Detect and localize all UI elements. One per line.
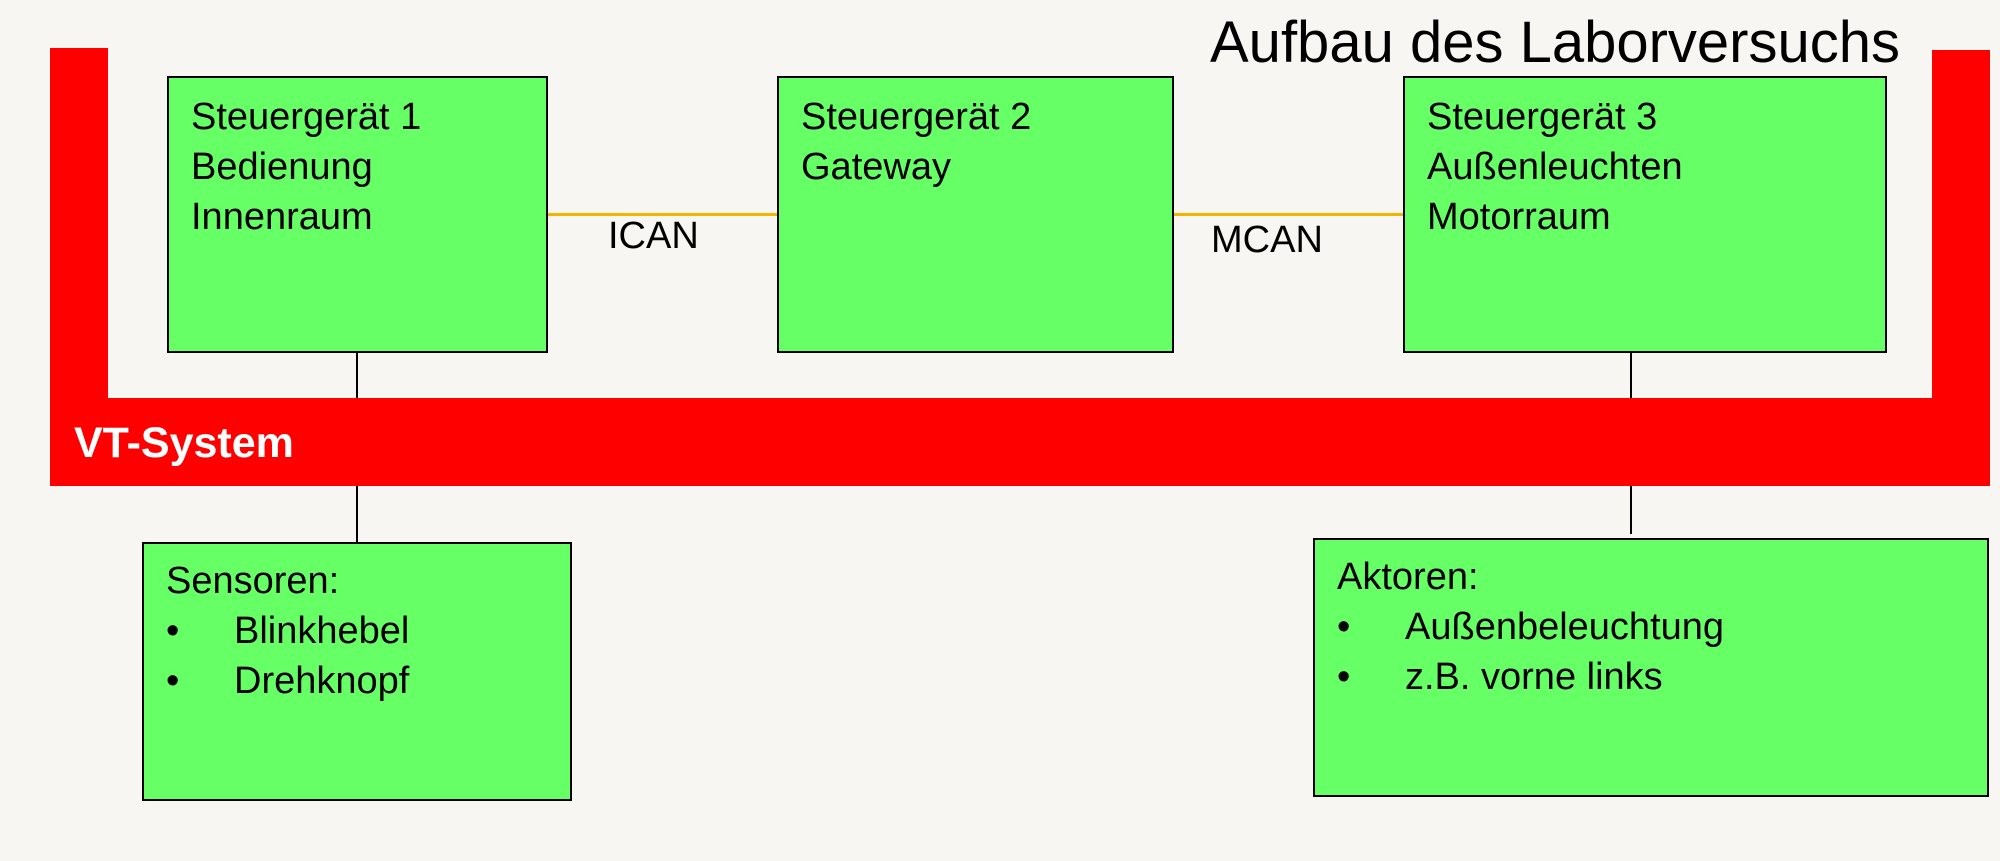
bullet-marker: • <box>1337 656 1351 698</box>
bullet-marker: • <box>166 660 180 702</box>
ican-bus-line <box>548 213 777 216</box>
sensor-item: • Blinkhebel <box>166 606 570 656</box>
mcan-bus-line <box>1174 213 1403 216</box>
ecu-1-name: Steuergerät 1 <box>191 96 422 138</box>
actuators-heading: Aktoren: <box>1337 556 1479 598</box>
actuator-item-label: Außenbeleuchtung <box>1405 606 1725 648</box>
actuator-item-label: z.B. vorne links <box>1405 656 1663 698</box>
sensor-item-label: Blinkhebel <box>234 610 410 652</box>
actuators-box: Aktoren: • Außenbeleuchtung • z.B. vorne l… <box>1313 538 1989 797</box>
ican-label: ICAN <box>608 215 699 257</box>
ecu-1-location: Innenraum <box>191 196 373 238</box>
diagram-title: Aufbau des Laborversuchs <box>1210 10 1900 75</box>
bullet-marker: • <box>166 610 180 652</box>
ecu-2-box: Steuergerät 2 Gateway <box>777 76 1174 353</box>
ecu-3-name: Steuergerät 3 <box>1427 96 1658 138</box>
actuator-item: • z.B. vorne links <box>1337 652 1987 702</box>
ecu-1-box: Steuergerät 1 Bedienung Innenraum <box>167 76 548 353</box>
sensors-heading: Sensoren: <box>166 560 340 602</box>
ecu-3-box: Steuergerät 3 Außenleuchten Motorraum <box>1403 76 1887 353</box>
actuator-item: • Außenbeleuchtung <box>1337 602 1987 652</box>
sensor-item-label: Drehknopf <box>234 660 410 702</box>
sensors-box: Sensoren: • Blinkhebel • Drehknopf <box>142 542 572 801</box>
ecu-2-function: Gateway <box>801 146 951 188</box>
vt-system-bar <box>50 398 1990 486</box>
vt-system-label: VT-System <box>74 419 294 467</box>
bullet-marker: • <box>1337 606 1351 648</box>
sensor-item: • Drehknopf <box>166 656 570 706</box>
sensors-connector <box>356 486 358 542</box>
mcan-label: MCAN <box>1211 219 1323 261</box>
ecu-1-function: Bedienung <box>191 146 373 188</box>
ecu-1-connector <box>356 353 358 398</box>
ecu-3-location: Motorraum <box>1427 196 1611 238</box>
ecu-2-name: Steuergerät 2 <box>801 96 1032 138</box>
actuators-connector <box>1630 486 1632 534</box>
ecu-3-connector <box>1630 353 1632 398</box>
ecu-3-function: Außenleuchten <box>1427 146 1683 188</box>
